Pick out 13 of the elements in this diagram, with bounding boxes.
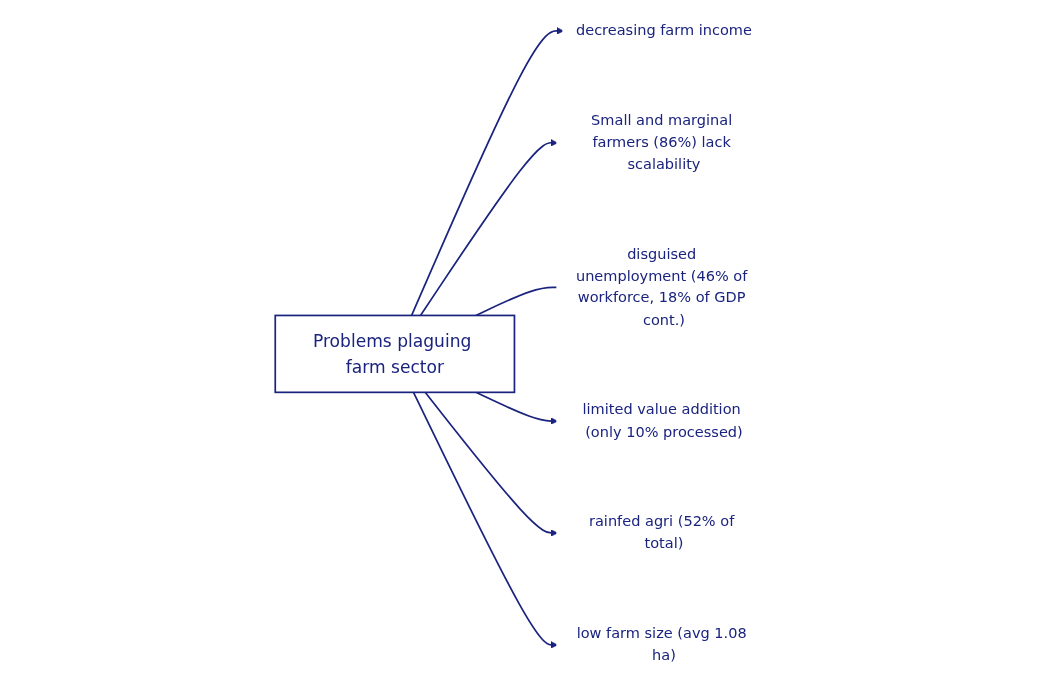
arrow [475, 391, 558, 425]
node-text: disguised unemployment (46% of workforce, 18% of GDP cont.) [575, 245, 748, 328]
arrow [412, 391, 558, 649]
arrow [424, 391, 558, 537]
node-text: Small and marginal farmers (86%) lack scalability [591, 111, 733, 173]
node-text: rainfed agri (52% of total) [588, 512, 735, 552]
arrow [410, 27, 564, 317]
arrow [419, 139, 558, 317]
node-box: Problems plaguing farm sector [274, 314, 516, 394]
node-text: decreasing farm income [575, 21, 752, 39]
connector [475, 286, 559, 317]
node-text: limited value addition (only 10% processed) [582, 400, 743, 440]
node-text: low farm size (avg 1.08 ha) [576, 624, 747, 664]
